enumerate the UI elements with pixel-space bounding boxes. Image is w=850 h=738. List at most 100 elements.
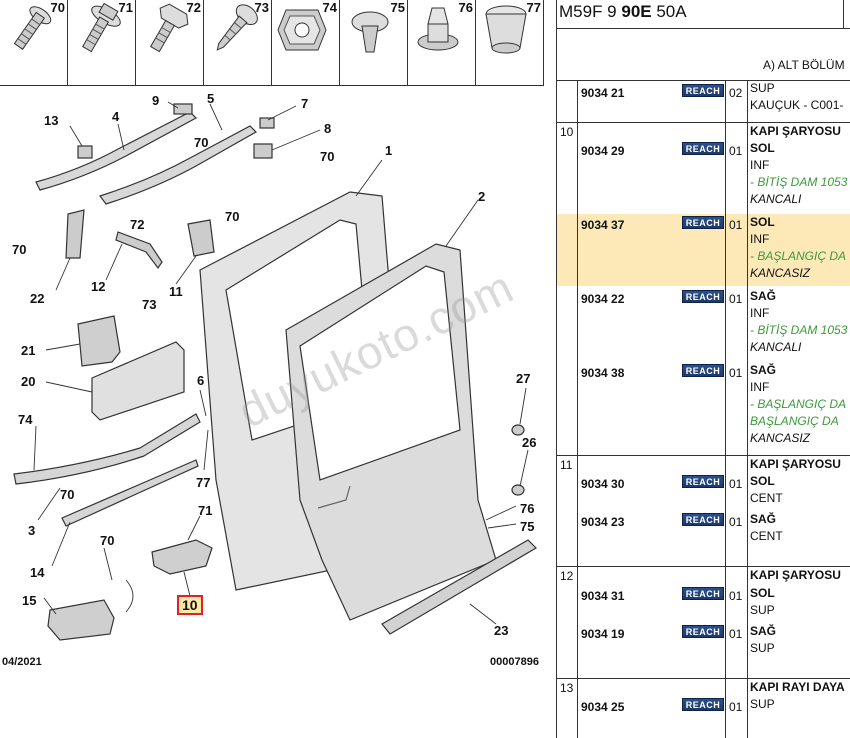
callout-4[interactable]: 4 <box>112 109 120 124</box>
callout-3[interactable]: 3 <box>28 523 36 538</box>
ref-bold: 90E <box>621 2 652 21</box>
part-number[interactable]: 9034 25 <box>581 700 625 714</box>
reach-badge: REACH <box>682 84 724 97</box>
part-number[interactable]: 9034 30 <box>581 477 625 491</box>
callout-71[interactable]: 71 <box>198 503 213 518</box>
quantity: 01 <box>729 700 743 714</box>
thumb-number: 70 <box>50 0 65 15</box>
reach-badge: REACH <box>682 142 724 155</box>
description: SAĞ INF - BAŞLANGIÇ DA BAŞLANGIÇ DA KANC… <box>750 362 846 447</box>
flange-bolt-icon <box>81 2 121 53</box>
thumb-number: 77 <box>526 0 541 15</box>
callout-15[interactable]: 15 <box>22 593 37 608</box>
callout-6[interactable]: 6 <box>197 373 205 388</box>
callout-11[interactable]: 11 <box>169 284 183 299</box>
desc-line: KAPI RAYI DAYA <box>750 680 845 694</box>
callout-20[interactable]: 20 <box>21 374 36 389</box>
thumb-77[interactable]: 77 <box>476 0 544 86</box>
callout-70-d[interactable]: 70 <box>12 242 27 257</box>
callout-22[interactable]: 22 <box>30 291 45 306</box>
callout-72[interactable]: 72 <box>130 217 145 232</box>
divider <box>557 80 850 81</box>
diagram-date: 04/2021 <box>2 656 42 668</box>
callout-70-f[interactable]: 70 <box>100 533 115 548</box>
desc-line: CENT <box>750 491 783 505</box>
callout-73[interactable]: 73 <box>142 297 157 312</box>
thumb-number: 72 <box>186 0 201 15</box>
reach-badge: REACH <box>682 475 724 488</box>
divider <box>725 80 726 738</box>
desc-line: KANCALI <box>750 192 802 206</box>
callout-27[interactable]: 27 <box>516 371 531 386</box>
callout-5[interactable]: 5 <box>207 91 215 106</box>
quantity: 01 <box>729 477 743 491</box>
callout-9[interactable]: 9 <box>152 93 160 108</box>
group-number: 12 <box>560 569 574 583</box>
watermark: duyukoto.com <box>230 260 522 438</box>
thumb-75[interactable]: 75 <box>340 0 408 86</box>
part-number[interactable]: 9034 21 <box>581 86 625 100</box>
callout-2[interactable]: 2 <box>478 189 486 204</box>
desc-line: SOL <box>750 215 775 229</box>
desc-line: INF <box>750 380 770 394</box>
description: SOL CENT <box>750 473 783 507</box>
callout-76[interactable]: 76 <box>520 501 535 516</box>
callout-23[interactable]: 23 <box>494 623 509 638</box>
desc-line: SUP <box>750 603 775 617</box>
reach-badge: REACH <box>682 290 724 303</box>
thumb-76[interactable]: 76 <box>408 0 476 86</box>
part-number[interactable]: 9034 37 <box>581 218 625 232</box>
callout-26[interactable]: 26 <box>522 435 537 450</box>
divider <box>557 566 850 567</box>
hex-bolt-icon <box>149 3 189 53</box>
callout-10[interactable]: 10 <box>177 595 203 615</box>
callout-70-c[interactable]: 70 <box>225 209 240 224</box>
callout-70-a[interactable]: 70 <box>194 135 209 150</box>
description: SOL INF - BAŞLANGIÇ DA KANCASIZ <box>750 214 846 282</box>
callout-77[interactable]: 77 <box>196 475 211 490</box>
callout-70-e[interactable]: 70 <box>60 487 75 502</box>
part-number[interactable]: 9034 29 <box>581 144 625 158</box>
quantity: 01 <box>729 218 743 232</box>
thumb-70[interactable]: 70 <box>0 0 68 86</box>
callout-21[interactable]: 21 <box>21 343 36 358</box>
desc-line: INF <box>750 306 770 320</box>
callout-14[interactable]: 14 <box>30 565 45 580</box>
quantity: 01 <box>729 515 743 529</box>
callout-1[interactable]: 1 <box>385 143 393 158</box>
thumb-73[interactable]: 73 <box>204 0 272 86</box>
quantity: 01 <box>729 366 743 380</box>
divider <box>557 455 850 456</box>
part-number[interactable]: 9034 19 <box>581 627 625 641</box>
desc-note: - BİTİŞ DAM 1053 <box>750 323 848 337</box>
callout-70-b[interactable]: 70 <box>320 149 335 164</box>
quantity: 02 <box>729 86 743 100</box>
fastener-thumbnail-strip: 70 71 72 <box>0 0 556 88</box>
reach-badge: REACH <box>682 625 724 638</box>
divider <box>557 678 850 679</box>
part-number[interactable]: 9034 22 <box>581 292 625 306</box>
thumb-72[interactable]: 72 <box>136 0 204 86</box>
callout-13[interactable]: 13 <box>44 113 59 128</box>
part-number[interactable]: 9034 38 <box>581 366 625 380</box>
diagram-code: 00007896 <box>490 656 539 668</box>
ref-suffix: 50A <box>651 2 687 21</box>
callout-8[interactable]: 8 <box>324 121 332 136</box>
plug-icon <box>485 5 527 54</box>
desc-line: INF <box>750 232 770 246</box>
callout-74[interactable]: 74 <box>18 412 33 427</box>
thumb-71[interactable]: 71 <box>68 0 136 86</box>
desc-line: SOL <box>750 474 775 488</box>
desc-line: INF <box>750 158 770 172</box>
ref-prefix: M59F 9 <box>559 2 622 21</box>
group-number: 10 <box>560 125 574 139</box>
callout-75[interactable]: 75 <box>520 519 535 534</box>
part-number[interactable]: 9034 31 <box>581 589 625 603</box>
parts-list-table: M59F 9 90E 50A A) ALT BÖLÜM 9034 21 REAC… <box>556 0 850 738</box>
description: SUP KAUÇUK - C001- <box>750 80 843 114</box>
thumb-74[interactable]: 74 <box>272 0 340 86</box>
callout-12[interactable]: 12 <box>91 279 106 294</box>
part-number[interactable]: 9034 23 <box>581 515 625 529</box>
desc-line: SOL <box>750 141 775 155</box>
callout-7[interactable]: 7 <box>301 96 309 111</box>
